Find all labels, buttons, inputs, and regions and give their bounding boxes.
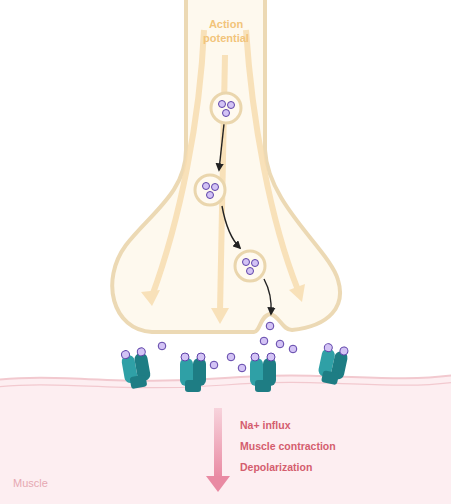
effect-label: Na+ influx: [240, 419, 400, 432]
receptor-channel: [267, 353, 275, 361]
axon-terminal-shape: [112, 0, 340, 332]
muscle-fiber-membrane: [0, 382, 451, 388]
neurotransmitter: [227, 353, 235, 361]
axon-terminal: Action potential: [0, 0, 451, 345]
effect-label: Muscle contraction: [240, 440, 400, 453]
receptor-channel: [137, 347, 146, 356]
axon-terminal-outline: [0, 0, 451, 345]
muscle-fiber-shape: [0, 375, 451, 504]
neurotransmitter: [158, 342, 166, 350]
neurotransmitter: [276, 340, 284, 348]
neurotransmitter: [210, 361, 218, 369]
receptor-channel: [134, 352, 152, 382]
region-label: Muscle: [13, 477, 103, 491]
muscle-fiber: Na+ influxMuscle contractionDepolarizati…: [0, 360, 451, 504]
receptor-channel: [339, 346, 348, 355]
neurotransmitter: [238, 364, 246, 372]
receptor-channel: [317, 348, 336, 378]
neurotransmitter: [266, 322, 274, 330]
receptor-channel: [324, 343, 333, 352]
receptor-channel: [197, 353, 205, 361]
neurotransmitter: [260, 337, 268, 345]
signal-label: Action potential: [188, 18, 264, 46]
receptor-channel: [181, 353, 189, 361]
effect-label: Depolarization: [240, 461, 400, 474]
neurotransmitter: [289, 345, 297, 353]
muscle-fiber-outline: [0, 360, 451, 504]
receptor-channel: [251, 353, 259, 361]
receptor-channel: [121, 350, 130, 359]
